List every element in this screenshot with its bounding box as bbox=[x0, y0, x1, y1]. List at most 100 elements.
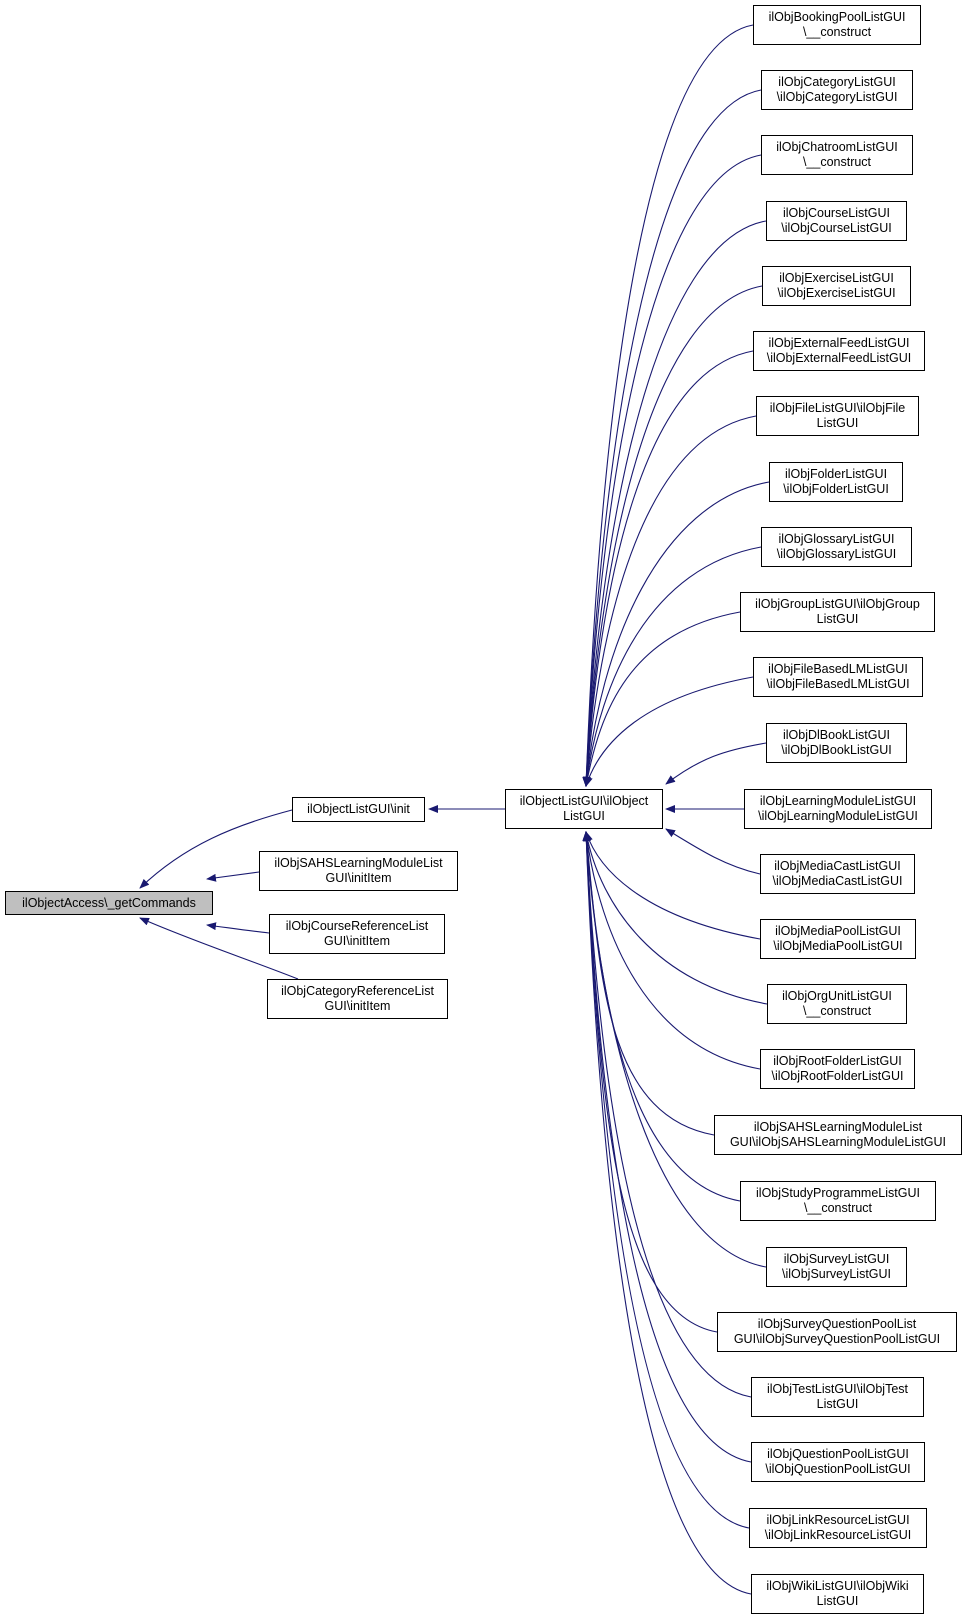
node-label: ilObjCourseListGUI bbox=[783, 206, 890, 220]
node-chatroom[interactable]: ilObjChatroomListGUI\__construct bbox=[761, 135, 913, 175]
node-label: \ilObjDlBookListGUI bbox=[781, 743, 892, 757]
node-label: ilObjCategoryListGUI bbox=[778, 75, 896, 89]
node-label: ListGUI bbox=[816, 612, 859, 626]
node-label: ListGUI bbox=[816, 1397, 859, 1411]
node-externalfeed[interactable]: ilObjExternalFeedListGUI\ilObjExternalFe… bbox=[753, 331, 925, 371]
edge-courseref-to-root bbox=[206, 922, 270, 934]
node-label: ilObjFolderListGUI bbox=[784, 467, 888, 481]
edge-right-14-to-objlist bbox=[585, 831, 761, 940]
node-bookingpool[interactable]: ilObjBookingPoolListGUI\__construct bbox=[753, 5, 921, 45]
node-label: \__construct bbox=[802, 1004, 872, 1018]
node-label: ilObjGlossaryListGUI bbox=[778, 532, 895, 546]
edges bbox=[139, 24, 770, 1595]
edge-right-11-to-objlist bbox=[665, 742, 767, 785]
node-studyprogramme[interactable]: ilObjStudyProgrammeListGUI\__construct bbox=[740, 1181, 936, 1221]
node-label: ListGUI bbox=[816, 416, 859, 430]
node-label: \ilObjRootFolderListGUI bbox=[771, 1069, 904, 1083]
edge-right-22-to-objlist bbox=[582, 831, 752, 1463]
node-learningmodule[interactable]: ilObjLearningModuleListGUI\ilObjLearning… bbox=[744, 789, 932, 829]
node-linkresource[interactable]: ilObjLinkResourceListGUI\ilObjLinkResour… bbox=[749, 1508, 927, 1548]
node-label: ilObjFileListGUI\ilObjFile bbox=[769, 401, 906, 415]
node-label: ilObjWikiListGUI\ilObjWiki bbox=[766, 1579, 909, 1593]
edge-right-6-to-objlist bbox=[582, 415, 757, 787]
edge-right-21-to-objlist bbox=[582, 831, 752, 1398]
node-label: \ilObjCategoryListGUI bbox=[776, 90, 898, 104]
node-label: ilObjSurveyListGUI bbox=[783, 1252, 890, 1266]
node-label: ilObjExerciseListGUI bbox=[779, 271, 894, 285]
node-label: ilObjDlBookListGUI bbox=[783, 728, 890, 742]
node-label: ilObjFileBasedLMListGUI bbox=[768, 662, 908, 676]
node-label: ilObjectListGUI\init bbox=[307, 802, 410, 816]
node-questionpool[interactable]: ilObjQuestionPoolListGUI\ilObjQuestionPo… bbox=[751, 1442, 925, 1482]
node-label: ilObjSAHSLearningModuleList bbox=[753, 1120, 923, 1134]
node-orgunit[interactable]: ilObjOrgUnitListGUI\__construct bbox=[767, 984, 907, 1024]
node-label: \ilObjLinkResourceListGUI bbox=[764, 1528, 912, 1542]
node-label: ilObjQuestionPoolListGUI bbox=[767, 1447, 909, 1461]
node-label: \ilObjExerciseListGUI bbox=[777, 286, 896, 300]
node-label: \__construct bbox=[802, 25, 872, 39]
node-label: \ilObjGlossaryListGUI bbox=[776, 547, 897, 561]
node-label: \ilObjMediaPoolListGUI bbox=[773, 939, 903, 953]
edge-right-19-to-objlist bbox=[582, 831, 767, 1268]
node-label: \ilObjExternalFeedListGUI bbox=[766, 351, 912, 365]
node-filebasedlm[interactable]: ilObjFileBasedLMListGUI\ilObjFileBasedLM… bbox=[753, 657, 923, 697]
node-label: ilObjBookingPoolListGUI bbox=[768, 10, 906, 24]
node-label: ilObjOrgUnitListGUI bbox=[782, 989, 892, 1003]
node-label: GUI\initItem bbox=[324, 934, 390, 948]
node-dlbook[interactable]: ilObjDlBookListGUI\ilObjDlBookListGUI bbox=[766, 723, 907, 763]
node-label: ilObjLinkResourceListGUI bbox=[766, 1513, 910, 1527]
node-course[interactable]: ilObjCourseListGUI\ilObjCourseListGUI bbox=[766, 201, 907, 241]
edge-right-13-to-objlist bbox=[665, 828, 761, 875]
edge-right-20-to-objlist bbox=[582, 831, 718, 1333]
node-label: GUI\ilObjSAHSLearningModuleListGUI bbox=[729, 1135, 947, 1149]
node-label: \ilObjMediaCastListGUI bbox=[772, 874, 903, 888]
edge-right-7-to-objlist bbox=[582, 481, 770, 787]
node-label: ilObjCourseReferenceList bbox=[285, 919, 429, 933]
node-label: ilObjectAccess\_getCommands bbox=[22, 895, 196, 910]
node-survey[interactable]: ilObjSurveyListGUI\ilObjSurveyListGUI bbox=[766, 1247, 907, 1287]
edge-right-1-to-objlist bbox=[582, 89, 762, 787]
node-label: ListGUI bbox=[816, 1594, 859, 1608]
node-label: ilObjChatroomListGUI bbox=[776, 140, 898, 154]
edge-right-0-to-objlist bbox=[582, 24, 754, 787]
edge-right-9-to-objlist bbox=[583, 611, 741, 787]
node-label: ilObjExternalFeedListGUI bbox=[768, 336, 910, 350]
node-label: ilObjCategoryReferenceList bbox=[281, 984, 434, 998]
node-label: GUI\ilObjSurveyQuestionPoolListGUI bbox=[733, 1332, 941, 1346]
node-folder[interactable]: ilObjFolderListGUI\ilObjFolderListGUI bbox=[769, 462, 903, 502]
node-label: \ilObjSurveyListGUI bbox=[781, 1267, 892, 1281]
node-init[interactable]: ilObjectListGUI\init bbox=[292, 797, 425, 822]
node-exercise[interactable]: ilObjExerciseListGUI\ilObjExerciseListGU… bbox=[762, 266, 911, 306]
node-label: \ilObjFileBasedLMListGUI bbox=[766, 677, 910, 691]
node-rootfolder[interactable]: ilObjRootFolderListGUI\ilObjRootFolderLi… bbox=[760, 1049, 915, 1089]
node-category[interactable]: ilObjCategoryListGUI\ilObjCategoryListGU… bbox=[761, 70, 913, 110]
node-label: \ilObjCourseListGUI bbox=[781, 221, 892, 235]
edge-right-23-to-objlist bbox=[582, 831, 750, 1529]
node-label: ilObjMediaCastListGUI bbox=[774, 859, 901, 873]
node-root[interactable]: ilObjectAccess\_getCommands bbox=[5, 891, 213, 915]
node-label: ilObjSurveyQuestionPoolList bbox=[757, 1317, 917, 1331]
node-mediapool[interactable]: ilObjMediaPoolListGUI\ilObjMediaPoolList… bbox=[760, 919, 916, 959]
node-label: ilObjectListGUI\ilObject bbox=[519, 794, 649, 808]
node-label: \__construct bbox=[802, 155, 872, 169]
node-label: ilObjStudyProgrammeListGUI bbox=[756, 1186, 920, 1200]
edge-init-to-root bbox=[139, 809, 293, 889]
node-label: ilObjGroupListGUI\ilObjGroup bbox=[755, 597, 920, 611]
node-mediacast[interactable]: ilObjMediaCastListGUI\ilObjMediaCastList… bbox=[760, 854, 915, 894]
node-label: \ilObjLearningModuleListGUI bbox=[758, 809, 918, 823]
edge-right-5-to-objlist bbox=[582, 350, 754, 787]
edge-right-16-to-objlist bbox=[583, 831, 761, 1070]
edge-right-4-to-objlist bbox=[582, 285, 763, 787]
node-glossary[interactable]: ilObjGlossaryListGUI\ilObjGlossaryListGU… bbox=[761, 527, 912, 567]
edge-catref-to-root bbox=[139, 917, 299, 980]
